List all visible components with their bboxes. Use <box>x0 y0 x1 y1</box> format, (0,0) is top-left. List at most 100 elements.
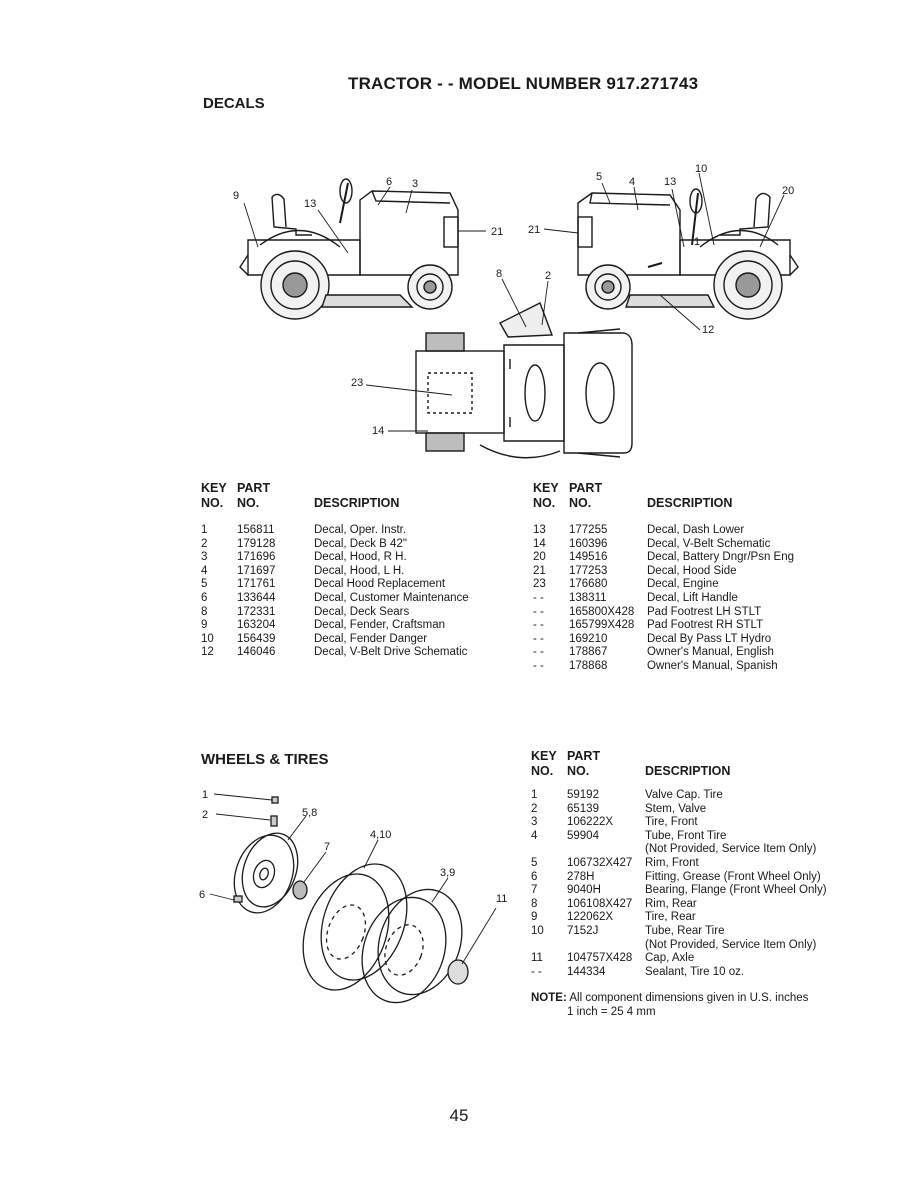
key-no: 12 <box>201 646 214 659</box>
description: Decal, Dash Lower <box>647 524 745 536</box>
callout-12: 12 <box>702 324 714 336</box>
description: Bearing, Flange (Front Wheel Only) <box>645 884 827 897</box>
part-no: 59192 <box>567 789 599 801</box>
key-no: 11 <box>531 952 543 965</box>
decals-right-desc-header: DESCRIPTION <box>647 496 733 510</box>
description: Stem, Valve <box>645 802 707 815</box>
callout-8: 8 <box>496 268 502 280</box>
callout-4-10-tube: 4,10 <box>370 829 391 841</box>
key-no: - - <box>531 965 542 978</box>
callout-6: 6 <box>386 176 392 188</box>
key-no: 2 <box>531 802 538 815</box>
wheels-desc-header: DESCRIPTION <box>645 764 731 778</box>
part-no: 178868 <box>569 659 608 672</box>
note-text: All component dimensions given in U.S. i… <box>569 992 809 1004</box>
key-no: 1 <box>201 524 208 536</box>
description: Decal, V-Belt Drive Schematic <box>314 646 468 659</box>
wheels-part-header: PART NO. <box>567 749 601 778</box>
note-label: NOTE: <box>531 992 567 1004</box>
right-tractor-callouts <box>543 172 785 331</box>
callout-2-valve-stem: 2 <box>202 809 208 821</box>
key-no: 8 <box>201 605 208 618</box>
key-no: 3 <box>201 551 208 564</box>
part-no: 165800X428 <box>569 605 635 618</box>
description: Rim, Front <box>645 856 699 869</box>
callout-3: 3 <box>412 178 418 190</box>
description: Pad Footrest LH STLT <box>647 605 762 618</box>
key-no: 4 <box>201 564 208 577</box>
description: Decal, Hood, R H. <box>314 551 407 564</box>
part-no: 160396 <box>569 537 608 550</box>
description: Valve Cap. Tire <box>645 789 723 801</box>
key-no: 5 <box>531 856 538 869</box>
description: Tire, Front <box>645 816 698 829</box>
key-no: 1 <box>531 789 538 801</box>
part-no: 7152J <box>567 924 599 937</box>
page-title: TRACTOR - - MODEL NUMBER 917.271743 <box>348 74 699 93</box>
wheel-row: 1 59192 Valve Cap. Tire <box>531 789 827 803</box>
dimensions-note: NOTE: All component dimensions given in … <box>531 991 808 1005</box>
part-no: 65139 <box>567 802 599 815</box>
description: Tube, Front Tire <box>645 829 727 842</box>
callout-21-right: 21 <box>528 224 540 236</box>
callout-1-valve-cap: 1 <box>202 789 208 801</box>
left-tractor-illustration <box>239 178 459 320</box>
description: Decal, Lift Handle <box>647 591 738 604</box>
key-no: 6 <box>201 591 208 604</box>
part-no: 149516 <box>569 551 608 564</box>
key-no: - - <box>533 659 544 672</box>
part-no: 177255 <box>569 524 608 536</box>
key-no: 7 <box>531 884 538 897</box>
callout-6-grease-fitting: 6 <box>199 889 205 901</box>
part-no: 165799X428 <box>569 619 635 632</box>
part-no: 178867 <box>569 646 608 659</box>
key-no <box>531 939 567 953</box>
key-no: - - <box>533 619 544 632</box>
rear-tire-illustration <box>361 888 463 1004</box>
key-no: 21 <box>533 564 546 577</box>
description: Tire, Rear <box>645 911 696 924</box>
part-no: 278H <box>567 870 595 883</box>
key-no: 20 <box>533 551 546 564</box>
part-no: 172331 <box>237 605 276 618</box>
decal-row: - - 165800X428 Pad Footrest LH STLT <box>533 606 794 620</box>
description: Owner's Manual, Spanish <box>647 659 778 672</box>
decals-right-part-header: PART NO. <box>569 481 603 510</box>
wheel-row: (Not Provided, Service Item Only) <box>531 939 827 953</box>
note-conversion: 1 inch = 25 4 mm <box>567 1006 656 1018</box>
part-no: 138311 <box>569 591 607 604</box>
callout-14: 14 <box>372 425 384 437</box>
key-no: 23 <box>533 578 546 591</box>
description: Decal, Oper. Instr. <box>314 524 407 536</box>
wheels-heading: WHEELS & TIRES <box>201 751 329 768</box>
callout-13-right: 13 <box>664 176 676 188</box>
callout-4: 4 <box>629 176 635 188</box>
key-no: - - <box>533 605 544 618</box>
description: Sealant, Tire 10 oz. <box>645 965 745 978</box>
key-no: 10 <box>201 632 214 645</box>
key-no: 4 <box>531 829 538 842</box>
part-no: 179128 <box>237 537 276 550</box>
left-tractor-callouts <box>243 186 486 254</box>
description: Pad Footrest RH STLT <box>647 619 764 632</box>
key-no: 2 <box>201 537 208 550</box>
part-no: 171697 <box>237 564 276 577</box>
callout-1-decal: 1 <box>694 236 700 248</box>
description: Decal, Fender, Craftsman <box>314 619 446 632</box>
wheels-diagram: 1 2 5,8 4,10 7 3,9 11 6 <box>199 789 507 1004</box>
